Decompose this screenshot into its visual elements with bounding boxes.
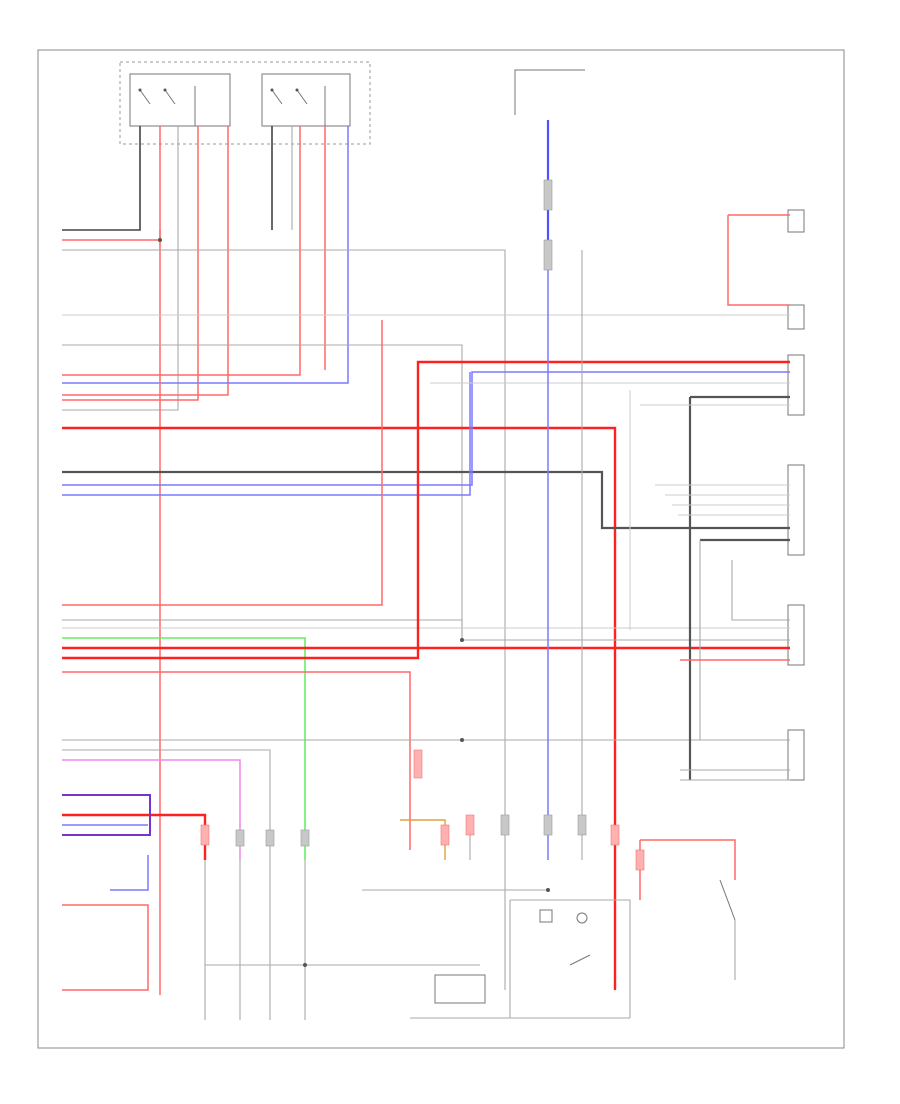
connector-r1 — [787, 209, 805, 233]
connector-r5 — [787, 604, 805, 666]
diagram-border — [37, 49, 845, 1049]
connector-r2 — [787, 304, 805, 330]
connector-r6 — [787, 729, 805, 781]
right-harness — [62, 214, 790, 781]
switch-left — [129, 73, 231, 127]
connector-pins — [200, 179, 645, 871]
harness-wires — [62, 249, 790, 990]
ecu-box — [434, 974, 486, 1004]
splice-dots — [158, 238, 550, 967]
left-lower-wires — [62, 794, 151, 991]
fuse-bracket — [514, 69, 585, 80]
connector-r3 — [787, 354, 805, 416]
connector-r4 — [787, 464, 805, 556]
bottom-components — [204, 839, 736, 1020]
switch-right — [261, 73, 351, 127]
center-wires — [400, 120, 583, 860]
switch-enclosure — [119, 61, 371, 145]
